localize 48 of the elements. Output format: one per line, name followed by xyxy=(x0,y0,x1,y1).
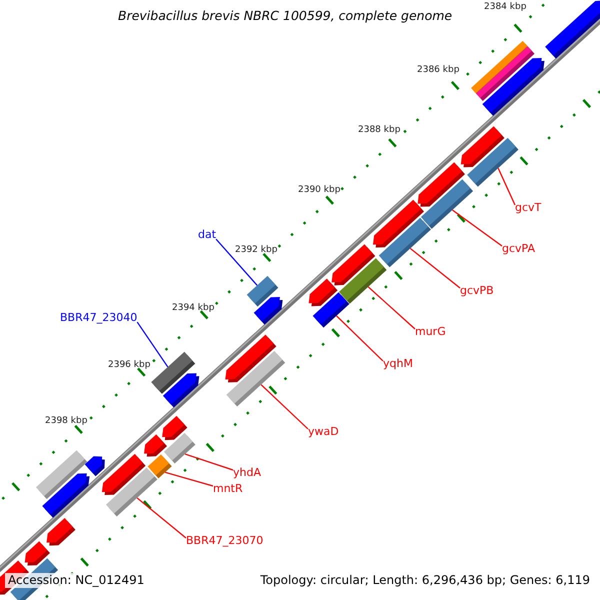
position-label: 2394 kbp xyxy=(172,304,214,314)
position-label: 2388 kbp xyxy=(358,126,400,136)
gene-feature xyxy=(418,162,465,207)
gene-feature xyxy=(225,334,276,382)
gene-feature xyxy=(42,473,90,518)
gene-feature xyxy=(308,278,338,306)
gene-feature xyxy=(460,126,504,168)
position-label: 2390 kbp xyxy=(298,186,340,196)
leader-line xyxy=(260,384,308,430)
position-label: 2386 kbp xyxy=(417,66,460,76)
gene-label: gcvT xyxy=(515,202,542,214)
position-label: 2398 kbp xyxy=(45,417,88,427)
gene-label: BBR47_23070 xyxy=(186,535,264,548)
leader-line xyxy=(336,315,384,362)
position-label: 2396 kbp xyxy=(108,361,150,371)
gene-feature xyxy=(144,434,168,457)
leader-line xyxy=(216,238,258,286)
leader-line xyxy=(368,286,416,330)
leader-line xyxy=(184,454,234,471)
gene-feature xyxy=(102,454,146,496)
gene-feature xyxy=(84,456,105,476)
leader-line xyxy=(498,168,516,206)
leader-line xyxy=(452,210,502,246)
gene-label: yqhM xyxy=(383,358,413,370)
gene-label: murG xyxy=(415,326,446,338)
gene-label: BBR47_23040 xyxy=(60,312,138,324)
title: Brevibacillus brevis NBRC 100599, complete genome xyxy=(118,9,452,23)
gene-label: dat xyxy=(198,229,216,242)
leader-line xyxy=(136,497,186,538)
gene-feature xyxy=(254,297,283,325)
gene-feature xyxy=(46,518,76,546)
leader-line xyxy=(136,322,168,368)
gene-feature xyxy=(162,373,200,408)
leader-line xyxy=(164,472,214,487)
gene-label: gcvPB xyxy=(460,285,494,298)
gene-label: gcvPA xyxy=(502,243,535,256)
gene-feature xyxy=(372,200,424,248)
gene-label: mntR xyxy=(213,483,243,496)
gene-feature xyxy=(482,58,544,116)
position-label: 2384 kbp xyxy=(484,3,526,13)
gene-feature xyxy=(545,0,600,59)
gene-label: yhdA xyxy=(233,467,261,480)
position-label: 2392 kbp xyxy=(235,246,278,256)
gene-feature xyxy=(332,244,376,286)
gene-feature xyxy=(24,541,50,566)
gene-feature xyxy=(162,416,188,440)
genome-info: Topology: circular; Length: 6,296,436 bp; Genes: 6,119 xyxy=(260,574,590,588)
gene-label: ywaD xyxy=(308,426,339,438)
